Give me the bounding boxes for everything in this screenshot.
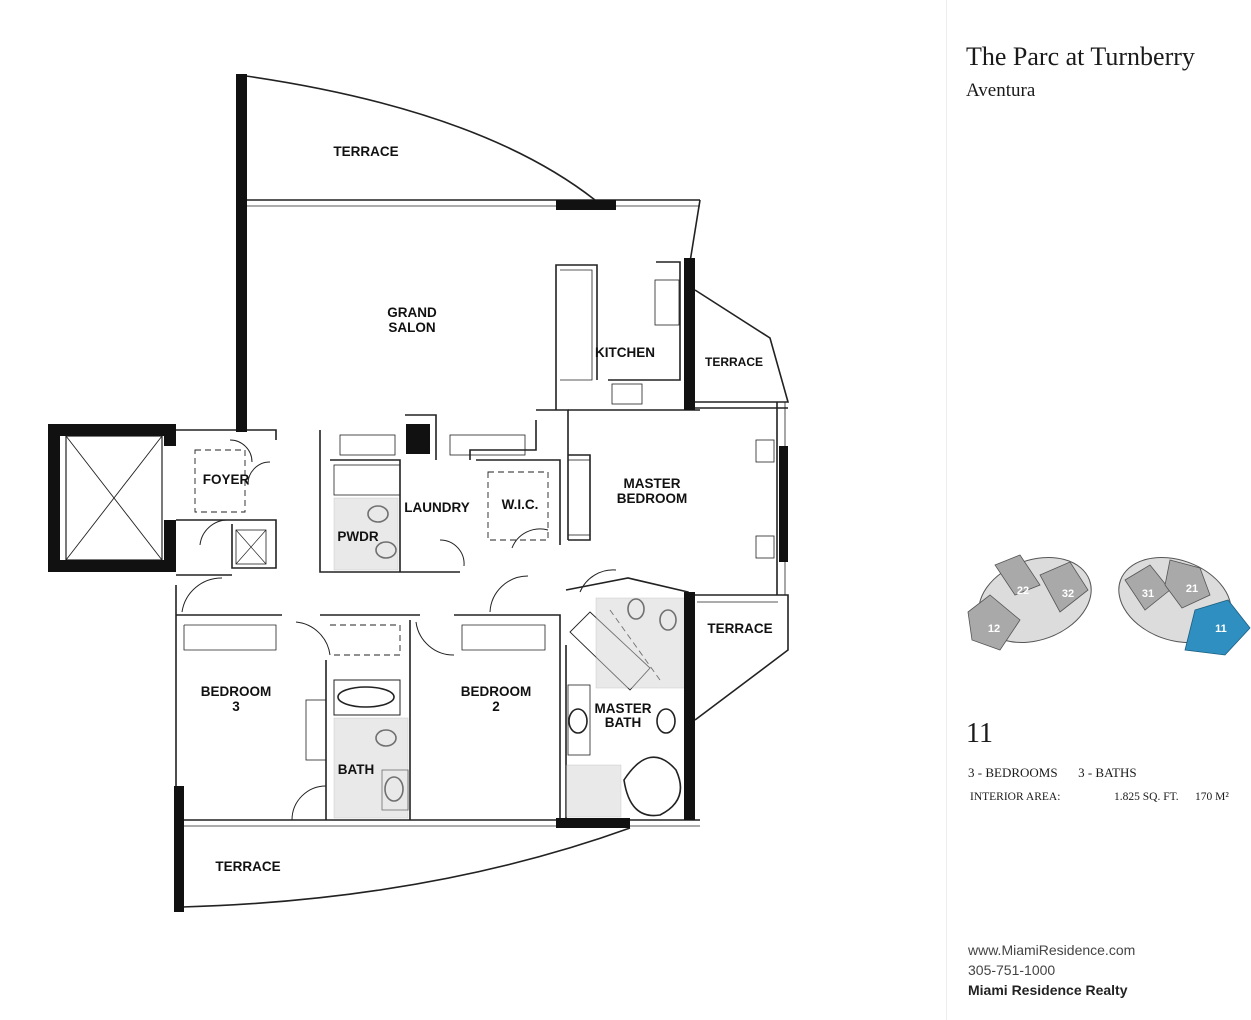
- keyplan-right-unit-0: 31: [1142, 588, 1154, 600]
- unit-stats: 3 - BEDROOMS 3 - BATHS: [968, 765, 1137, 781]
- elevator-wall-west: [48, 424, 60, 572]
- label-terrace-top: TERRACE: [333, 144, 398, 159]
- wall-southwest-thick: [174, 786, 184, 912]
- label-terrace-southeast: TERRACE: [707, 621, 772, 636]
- label-grand-salon-2: SALON: [388, 320, 435, 335]
- wall-master-bath-east: [684, 592, 695, 820]
- baths-count: 3 - BATHS: [1078, 765, 1137, 780]
- website-link[interactable]: www.MiamiResidence.com: [968, 942, 1136, 958]
- master-bath-tile: [595, 597, 687, 689]
- label-laundry: LAUNDRY: [404, 500, 470, 515]
- keyplan-left-unit-0: 22: [1017, 585, 1029, 597]
- wall-west-thick: [236, 74, 247, 432]
- label-grand-salon-1: GRAND: [387, 305, 437, 320]
- label-foyer: FOYER: [203, 472, 250, 487]
- label-pwdr: PWDR: [337, 529, 378, 544]
- phone-number[interactable]: 305-751-1000: [968, 962, 1056, 978]
- bath-tile: [333, 717, 409, 819]
- wall-segment-bottom: [556, 818, 630, 828]
- label-master-bath-2: BATH: [605, 715, 642, 730]
- label-terrace-east: TERRACE: [705, 355, 763, 369]
- company-name: Miami Residence Realty: [968, 982, 1128, 998]
- bedrooms-count: 3 - BEDROOMS: [968, 765, 1058, 780]
- terrace-bottom-outline: [181, 827, 631, 908]
- label-master-bedroom-1: MASTER: [624, 476, 681, 491]
- elevator-wall-east-1: [164, 424, 176, 446]
- interior-area-label: INTERIOR AREA:: [970, 791, 1061, 803]
- wall-segment-top: [556, 200, 616, 210]
- project-title: The Parc at Turnberry: [966, 42, 1195, 71]
- unit-11-shape-highlighted: [1184, 599, 1251, 656]
- project-location: Aventura: [966, 80, 1036, 101]
- terrace-top-outline: [245, 75, 596, 201]
- keyplan-left-unit-2: 12: [988, 623, 1000, 635]
- interior-area-sqm: 170 M²: [1195, 791, 1229, 803]
- label-bedroom3-2: 3: [232, 699, 240, 714]
- label-bedroom2-2: 2: [492, 699, 500, 714]
- label-bath: BATH: [338, 762, 375, 777]
- elevator-wall-south: [48, 560, 176, 572]
- keyplan-left-unit-1: 32: [1062, 588, 1074, 600]
- unit-number: 11: [966, 718, 993, 749]
- shower-tile: [565, 764, 622, 818]
- label-bedroom3-1: BEDROOM: [201, 684, 272, 699]
- label-bedroom2-1: BEDROOM: [461, 684, 532, 699]
- keyplan-right-unit-2: 11: [1215, 623, 1227, 635]
- label-master-bath-1: MASTER: [595, 701, 652, 716]
- unit-12-shape: [967, 594, 1021, 651]
- terrace-east-outline: [694, 289, 790, 403]
- panel-divider: [946, 0, 947, 1020]
- building-key-plan: 22 32 12 31 21 11: [967, 554, 1251, 656]
- label-master-bedroom-2: BEDROOM: [617, 491, 688, 506]
- wall-master-east-thick: [779, 446, 788, 562]
- elevator-wall-east-2: [164, 520, 176, 572]
- label-kitchen: KITCHEN: [595, 345, 655, 360]
- keyplan-right-unit-1: 21: [1186, 583, 1198, 595]
- pwdr-tile: [333, 497, 399, 571]
- unit-21-shape: [1164, 559, 1211, 609]
- interior-area-sqft: 1.825 SQ. FT.: [1114, 791, 1179, 803]
- label-terrace-bottom: TERRACE: [215, 859, 280, 874]
- terrace-southeast-outline: [694, 594, 789, 721]
- elevator-wall-north: [48, 424, 176, 436]
- wall-northeast: [689, 199, 701, 263]
- floor-plan: TERRACE GRAND SALON KITCHEN TERRACE FOYE…: [48, 74, 790, 912]
- unit-32-shape: [1039, 561, 1089, 613]
- unit-22-shape: [994, 554, 1041, 596]
- label-wic: W.I.C.: [502, 497, 539, 512]
- laundry-block: [406, 424, 430, 454]
- wall-kitchen-east: [684, 258, 695, 410]
